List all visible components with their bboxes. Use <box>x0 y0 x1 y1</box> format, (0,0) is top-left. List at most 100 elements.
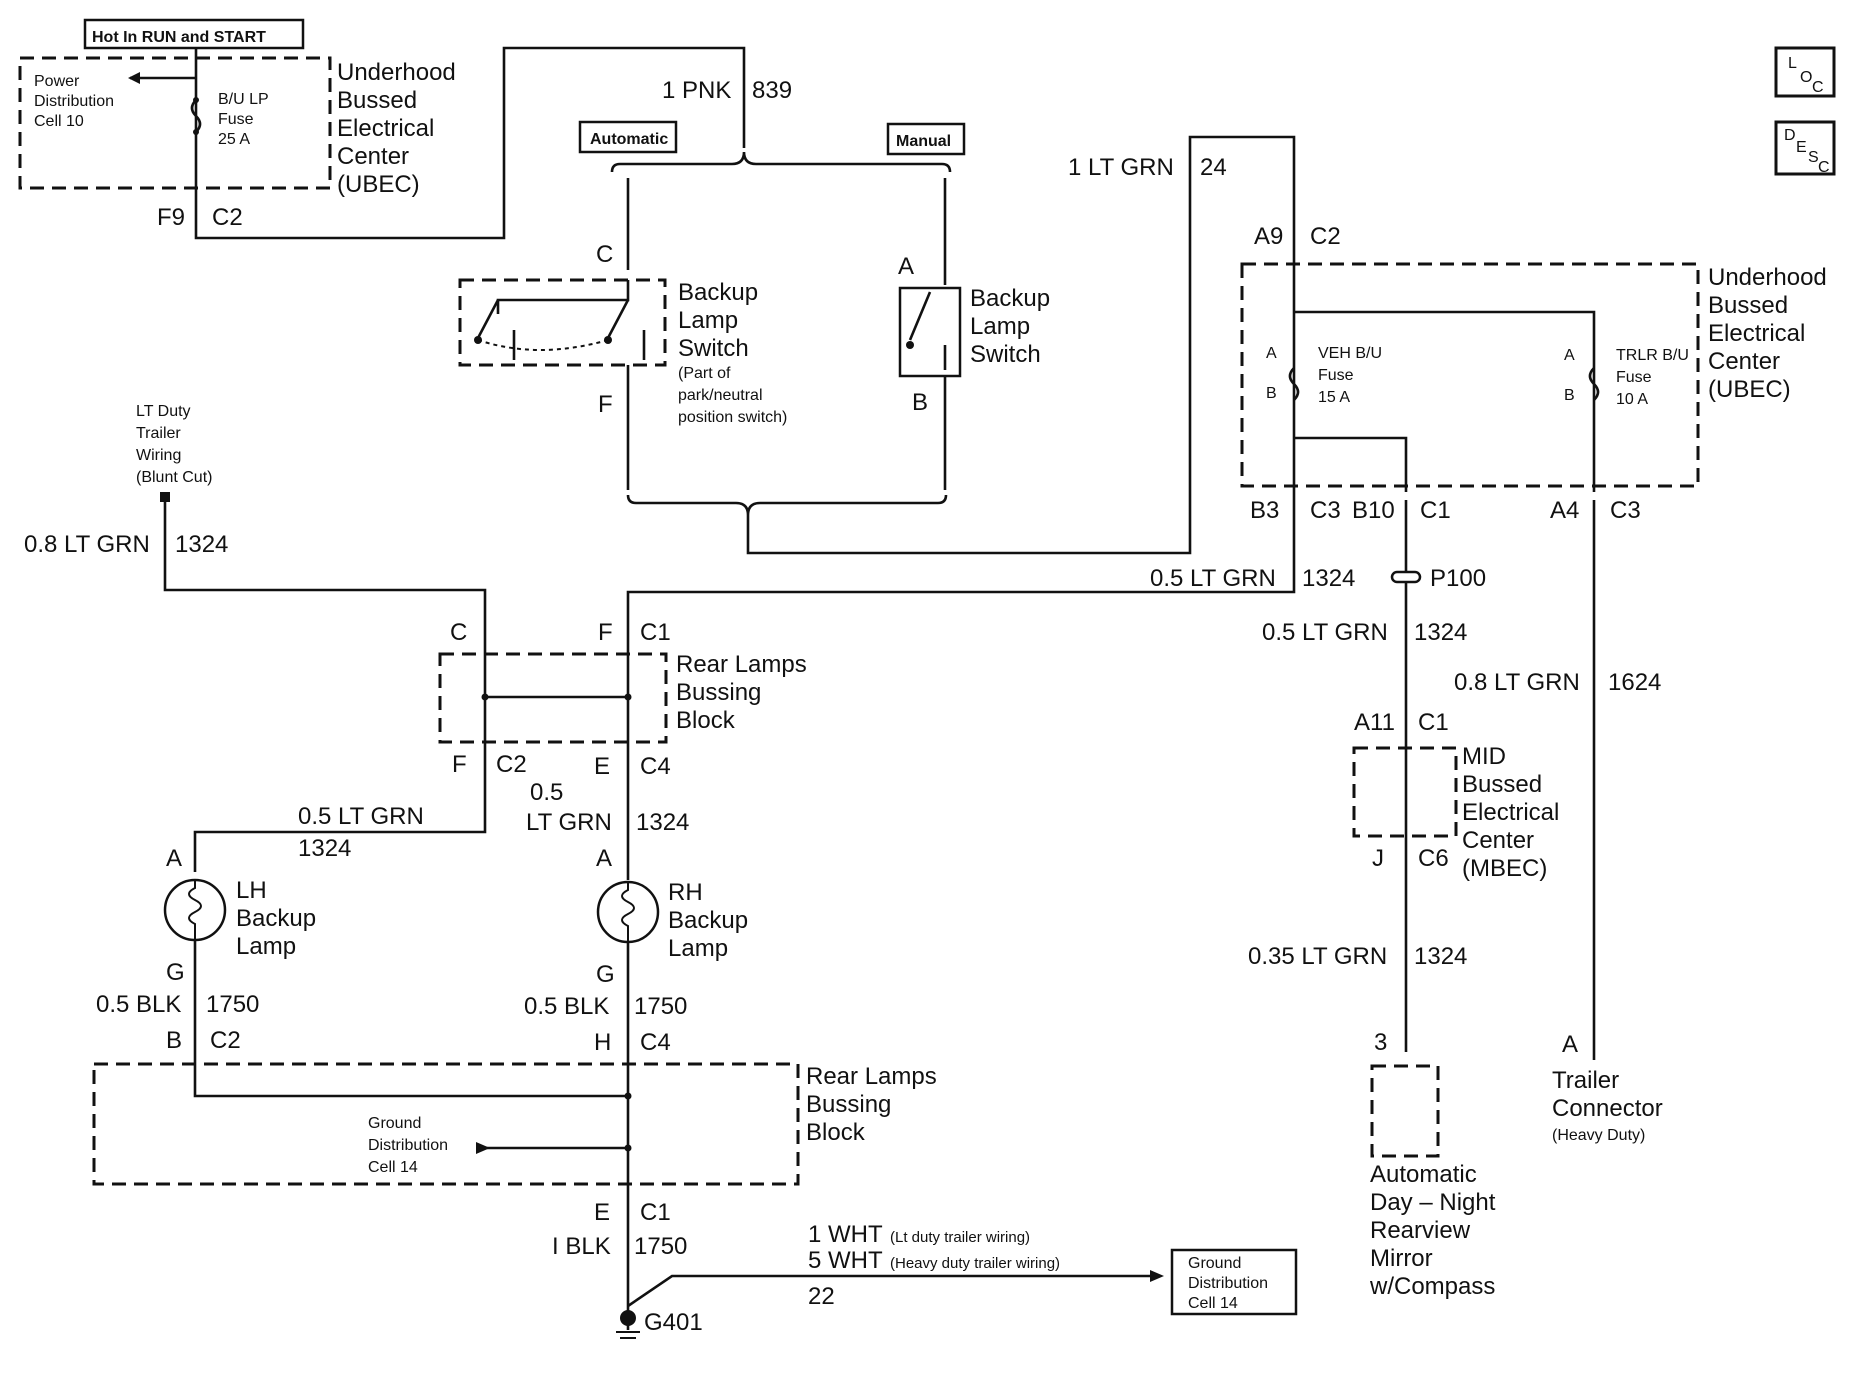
wht-line1-note: (Lt duty trailer wiring) <box>890 1229 1030 1246</box>
trlr-fuse-pin-b: B <box>1564 387 1575 404</box>
manual-switch-pin-b: B <box>912 389 928 416</box>
wht-line2-note: (Heavy duty trailer wiring) <box>890 1255 1060 1272</box>
trlr-fuse-label-2: Fuse <box>1616 369 1652 386</box>
wire-035-gauge: 0.35 LT GRN <box>1248 943 1387 970</box>
rear-bottom-conn-c1: C1 <box>640 1199 671 1226</box>
rear-top-pin-c: C <box>450 619 467 646</box>
select-brace-top <box>610 151 952 173</box>
trailer-title-1: Trailer <box>1552 1067 1619 1094</box>
ground-dist-label-1: Ground <box>368 1115 421 1132</box>
ubec-right-pin-a9: A9 <box>1254 223 1283 250</box>
ubec-title-5: (UBEC) <box>337 171 420 198</box>
desc-letter-3: S <box>1808 149 1819 166</box>
rear-bottom-pin-b: B <box>166 1027 182 1054</box>
lh-ltgrn-circuit: 1324 <box>298 835 351 862</box>
power-distribution-label-3: Cell 10 <box>34 113 84 130</box>
rear-bottom-title-1: Rear Lamps <box>806 1063 937 1090</box>
mbec-title-3: Electrical <box>1462 799 1559 826</box>
veh-fuse-pin-b: B <box>1266 385 1277 402</box>
rear-top-pin-f2: F <box>452 751 467 778</box>
mbec-pin-a11: A11 <box>1354 709 1395 736</box>
manual-box <box>886 122 966 156</box>
g401-label: G401 <box>644 1309 703 1336</box>
rear-top-pin-f: F <box>598 619 613 646</box>
wht-line1: 1 WHT <box>808 1221 883 1248</box>
manual-switch-pin-a: A <box>898 253 914 280</box>
desc-icon[interactable]: D E S C <box>1774 120 1836 176</box>
ubec-conn-c1: C1 <box>1420 497 1451 524</box>
wire-035-circuit: 1324 <box>1414 943 1467 970</box>
mirror-box <box>1370 1064 1440 1158</box>
mirror-title-4: Mirror <box>1370 1245 1433 1272</box>
rh-ltgrn-gauge-2: LT GRN <box>526 809 612 836</box>
lh-ltgrn-wire <box>193 756 487 872</box>
lt-duty-1324-wire <box>163 502 487 634</box>
mirror-title-3: Rearview <box>1370 1217 1471 1244</box>
lh-lamp-title-2: Backup <box>236 905 316 932</box>
wht-22-wire <box>627 1274 1152 1308</box>
ground-distribution-box <box>1170 1248 1298 1316</box>
rear-top-conn-c1: C1 <box>640 619 671 646</box>
trailer-pin-a: A <box>1562 1031 1578 1058</box>
rh-lamp-title-2: Backup <box>668 907 748 934</box>
ubec-pin-b3: B3 <box>1250 497 1279 524</box>
mirror-title-2: Day – Night <box>1370 1189 1496 1216</box>
rh-lamp-pin-g: G <box>596 961 615 988</box>
pnk-circuit-label: 839 <box>752 77 792 104</box>
veh-fuse-icon <box>1288 367 1300 401</box>
mbec-conn-c1: C1 <box>1418 709 1449 736</box>
power-distribution-label: Power <box>34 73 80 90</box>
ground-dist-label-3: Cell 14 <box>368 1159 418 1176</box>
mbec-pin-j: J <box>1372 845 1384 872</box>
auto-switch-note-1: (Part of <box>678 365 731 382</box>
rh-ltgrn-gauge-1: 0.5 <box>530 779 563 806</box>
ubec-pin-a4: A4 <box>1550 497 1579 524</box>
rh-blk-circuit: 1750 <box>634 993 687 1020</box>
ground-box-label-3: Cell 14 <box>1188 1295 1238 1312</box>
lh-lamp-pin-a: A <box>166 845 182 872</box>
loc-icon[interactable]: L O C <box>1774 46 1836 98</box>
p100-connector <box>1390 570 1422 584</box>
loc-letter-2: O <box>1800 69 1812 86</box>
lt-duty-label-4: (Blunt Cut) <box>136 469 212 486</box>
auto-switch-title-3: Switch <box>678 335 749 362</box>
ubec-right-title-2: Bussed <box>1708 292 1788 319</box>
auto-switch-title-1: Backup <box>678 279 758 306</box>
trlr-fuse-pin-a: A <box>1564 347 1575 364</box>
ubec-title-1: Underhood <box>337 59 456 86</box>
ubec-conn-c3-b: C3 <box>1610 497 1641 524</box>
trailer-note: (Heavy Duty) <box>1552 1127 1645 1144</box>
auto-backup-switch-box <box>458 278 667 367</box>
ground-arrow-icon <box>476 1142 490 1154</box>
rear-bottom-conn-c4: C4 <box>640 1029 671 1056</box>
rh-lamp-title-3: Lamp <box>668 935 728 962</box>
rear-bottom-pin-e: E <box>594 1199 610 1226</box>
arrow-head-icon <box>128 72 140 84</box>
loc-letter-1: L <box>1788 55 1797 72</box>
hot-in-run-start-label: Hot In RUN and START <box>92 29 266 46</box>
bu-lp-fuse-label-2: Fuse <box>218 111 254 128</box>
bu-lp-fuse-label-3: 25 A <box>218 131 250 148</box>
mbec-conn-c6: C6 <box>1418 845 1449 872</box>
desc-letter-1: D <box>1784 127 1796 144</box>
wht-line2: 5 WHT <box>808 1247 883 1274</box>
pnk-839-wire <box>194 46 746 240</box>
ground-g401-icon <box>620 1310 636 1326</box>
rear-block-bottom-box <box>92 1062 800 1186</box>
ground-dist-label-2: Distribution <box>368 1137 448 1154</box>
loc-letter-3: C <box>1812 79 1824 96</box>
rear-bottom-title-3: Block <box>806 1119 866 1146</box>
trlr-fuse-label-3: 10 A <box>1616 391 1648 408</box>
blk-1750-circuit: 1750 <box>634 1233 687 1260</box>
blk-1750-gauge: I BLK <box>552 1233 611 1260</box>
rear-bottom-pin-h: H <box>594 1029 611 1056</box>
lt-duty-label-2: Trailer <box>136 425 181 442</box>
hot-in-run-start-box <box>83 18 305 50</box>
veh-fuse-label-1: VEH B/U <box>1318 345 1382 362</box>
auto-switch-title-2: Lamp <box>678 307 738 334</box>
rear-top-title-3: Block <box>676 707 736 734</box>
lt-duty-label-3: Wiring <box>136 447 181 464</box>
lh-blk-circuit: 1750 <box>206 991 259 1018</box>
pin-f9: F9 <box>157 204 185 231</box>
ltgrn-1324-top-wire <box>626 500 1296 634</box>
